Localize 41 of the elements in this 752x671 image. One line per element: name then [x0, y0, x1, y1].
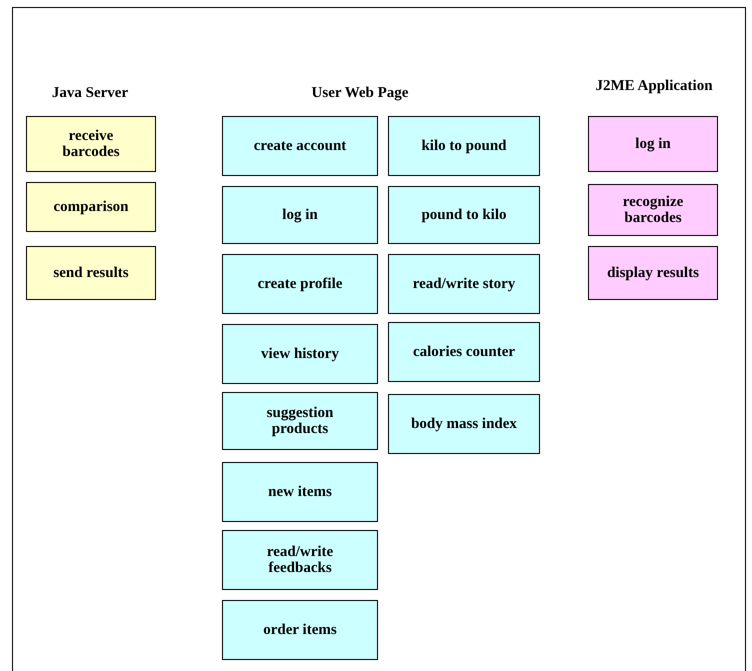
- box-label: create profile: [258, 276, 342, 292]
- process-box: [388, 186, 540, 244]
- process-box: [388, 116, 540, 176]
- process-box: [222, 530, 378, 590]
- process-box: [588, 116, 718, 172]
- process-box: [388, 394, 540, 454]
- process-box: [26, 182, 156, 232]
- process-box: [388, 322, 540, 382]
- process-box: [26, 246, 156, 300]
- process-box: [222, 254, 378, 314]
- box-label: comparison: [54, 198, 128, 216]
- process-box: [222, 392, 378, 450]
- process-box: [222, 116, 378, 176]
- box-label: suggestion products: [266, 404, 334, 438]
- box-label: send results: [53, 264, 129, 282]
- process-box: [222, 324, 378, 384]
- box-label: kilo to pound: [421, 138, 507, 154]
- column-heading: Java Server: [50, 85, 130, 102]
- box-label: receive barcodes: [61, 128, 121, 160]
- box-label: create account: [254, 138, 346, 154]
- box-label: recognize barcodes: [622, 194, 684, 226]
- process-box: [222, 462, 378, 522]
- process-box: [222, 600, 378, 660]
- process-box: [588, 246, 718, 300]
- column-heading: J2ME Application: [594, 78, 714, 96]
- box-label: read/write feedbacks: [266, 544, 334, 576]
- box-label: order items: [263, 622, 337, 638]
- process-box: [588, 184, 718, 236]
- box-label: view history: [261, 346, 339, 362]
- process-box: [222, 186, 378, 244]
- box-label: read/write story: [412, 276, 516, 292]
- process-box: [26, 116, 156, 172]
- box-label: log in: [635, 136, 671, 152]
- process-box: [388, 254, 540, 314]
- column-heading: User Web Page: [310, 85, 410, 102]
- box-label: body mass index: [411, 416, 517, 432]
- box-label: new items: [268, 484, 332, 500]
- box-label: display results: [607, 264, 699, 282]
- box-label: log in: [282, 206, 318, 224]
- box-label: pound to kilo: [421, 206, 507, 224]
- box-label: calories counter: [412, 344, 516, 360]
